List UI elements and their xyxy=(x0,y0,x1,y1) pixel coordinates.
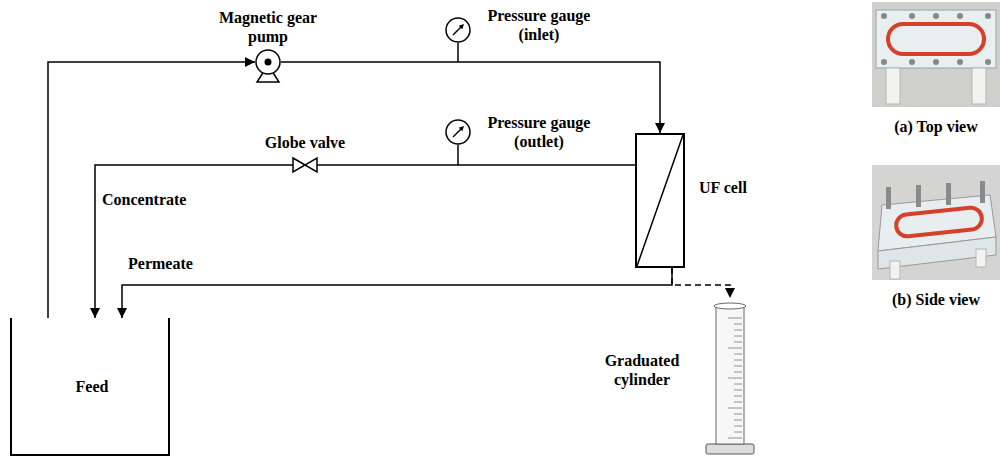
cylinder-tick xyxy=(728,318,742,319)
cylinder-tick xyxy=(734,420,742,421)
bolt xyxy=(957,59,963,65)
bolt xyxy=(909,59,915,65)
pump-symbol: Magnetic gear pump xyxy=(255,49,281,83)
connector-group xyxy=(48,62,730,318)
cylinder-tick xyxy=(734,390,742,391)
cylinder-tick xyxy=(728,348,742,349)
gauge-needle-head xyxy=(459,24,464,29)
pipe-connector xyxy=(48,62,255,318)
node-label: Globe valve xyxy=(265,133,345,152)
bolt xyxy=(933,59,939,65)
uf-cell: UF cell xyxy=(635,133,685,268)
cylinder-tick xyxy=(728,438,742,439)
photo-top-view: (a) Top view xyxy=(872,2,1000,107)
bolt xyxy=(916,185,921,207)
bolt xyxy=(909,13,915,19)
node-label: UF cell xyxy=(699,178,747,197)
cylinder-tick xyxy=(734,396,742,397)
photo-side-view: (b) Side view xyxy=(872,165,1000,280)
gauge-needle xyxy=(453,129,461,137)
cylinder-tick xyxy=(734,432,742,433)
cylinder-tick xyxy=(734,414,742,415)
globe-valve: Globe valve xyxy=(293,157,317,173)
cylinder-tube xyxy=(716,306,744,444)
bolt xyxy=(946,183,951,205)
cylinder-tick xyxy=(734,336,742,337)
cylinder-tick xyxy=(734,366,742,367)
pressure-gauge-shape xyxy=(445,119,471,145)
stream-label: Permeate xyxy=(126,254,195,273)
cylinder-tick xyxy=(734,426,742,427)
photo-ground xyxy=(872,2,1000,107)
o-ring xyxy=(895,207,983,238)
photo-top-view-shape xyxy=(872,2,1000,107)
cylinder-tick xyxy=(734,402,742,403)
cylinder-tick xyxy=(734,354,742,355)
valve-symbol xyxy=(293,158,317,172)
pump-body xyxy=(256,50,280,74)
o-ring xyxy=(888,24,984,54)
graduated-cylinder-shape xyxy=(700,298,760,456)
gauge-stem xyxy=(457,145,459,165)
globe-valve-shape xyxy=(293,157,317,173)
gauge-dial xyxy=(446,18,470,42)
pressure-gauge-shape xyxy=(445,17,471,43)
fitting xyxy=(890,261,900,279)
cylinder-tick xyxy=(734,330,742,331)
node-label: Feed xyxy=(76,377,109,396)
photo-side-view-shape xyxy=(872,165,1000,280)
bolt xyxy=(886,187,891,209)
membrane-line xyxy=(637,135,683,266)
uf-cell-shape xyxy=(637,135,683,266)
graduated-cylinder: Graduated cylinder xyxy=(700,298,760,456)
bolt xyxy=(980,181,985,203)
cylinder-base xyxy=(706,444,754,454)
gauge-stem xyxy=(457,43,459,62)
stream-label: Concentrate xyxy=(100,190,188,209)
cylinder-tick xyxy=(734,342,742,343)
acrylic-plate xyxy=(876,10,996,68)
node-label: Pressure gauge (inlet) xyxy=(479,6,599,44)
node-label: (b) Side view xyxy=(892,290,980,309)
bolt xyxy=(985,59,991,65)
fitting xyxy=(886,68,900,104)
pipe-connector xyxy=(672,268,730,298)
pipe-connector xyxy=(95,165,293,318)
pipe-connector xyxy=(317,164,635,166)
cylinder-tick xyxy=(734,324,742,325)
cylinder-tick xyxy=(734,384,742,385)
pump-symbol-shape xyxy=(255,49,281,83)
node-label: (a) Top view xyxy=(894,117,978,136)
node-label: Magnetic gear pump xyxy=(208,8,328,46)
feed-tank: Feed xyxy=(10,318,170,456)
pump-dot xyxy=(265,59,272,66)
bolt xyxy=(957,13,963,19)
node-label: Pressure gauge (outlet) xyxy=(479,113,599,151)
gauge-dial xyxy=(446,120,470,144)
pipe-connector xyxy=(281,62,660,133)
cylinder-tick xyxy=(734,360,742,361)
gauge-needle-head xyxy=(459,126,464,131)
photo-ground xyxy=(872,165,1000,280)
cylinder-lip xyxy=(714,303,746,309)
pipe-connector xyxy=(122,268,672,318)
bolt xyxy=(881,59,887,65)
cylinder-tick xyxy=(734,372,742,373)
pressure-gauge: Pressure gauge (inlet) xyxy=(445,17,471,43)
cylinder-tick xyxy=(728,378,742,379)
pressure-gauge: Pressure gauge (outlet) xyxy=(445,119,471,145)
bolt xyxy=(985,13,991,19)
node-label: Graduated cylinder xyxy=(592,351,692,389)
fitting xyxy=(972,68,986,104)
cylinder-tick xyxy=(728,408,742,409)
bolt xyxy=(881,13,887,19)
fitting xyxy=(976,249,986,267)
gauge-needle xyxy=(453,27,461,35)
bolt xyxy=(933,13,939,19)
